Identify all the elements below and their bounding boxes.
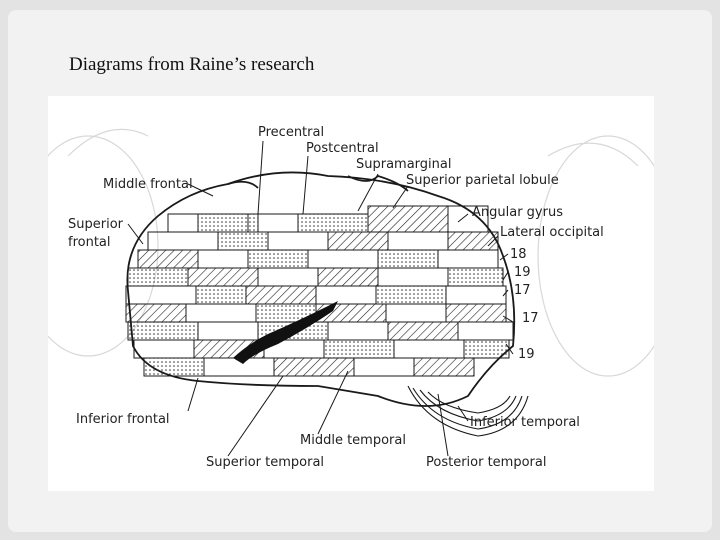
brain-diagram: Precentral Postcentral Supramarginal Sup… [48,96,654,491]
label-superior: Superior [68,217,124,232]
label-area-18: 18 [510,247,527,262]
sylvian-fissure [233,301,338,364]
label-middle-frontal: Middle frontal [103,177,193,192]
label-posterior-temporal: Posterior temporal [426,455,546,470]
label-area-19-upper: 19 [514,265,531,280]
electrode-grid [125,205,514,377]
label-precentral: Precentral [258,125,324,140]
label-supramarginal: Supramarginal [356,157,451,172]
label-area-17-upper: 17 [514,283,531,298]
label-lateral-occipital: Lateral occipital [500,225,604,240]
label-inferior-temporal: Inferior temporal [470,415,580,430]
label-middle-temporal: Middle temporal [300,433,406,448]
label-area-17-lower: 17 [522,311,539,326]
label-area-19-lower: 19 [518,347,535,362]
label-frontal: frontal [68,235,111,250]
slide-title: Diagrams from Raine’s research [69,54,315,75]
background-sketch [48,128,654,377]
brain-diagram-svg: Precentral Postcentral Supramarginal Sup… [48,125,654,470]
leader-lines [127,140,514,457]
label-postcentral: Postcentral [306,141,379,156]
label-angular-gyrus: Angular gyrus [472,205,563,220]
label-superior-temporal: Superior temporal [206,455,324,470]
label-superior-parietal-lobule: Superior parietal lobule [406,173,559,188]
brain-outline [126,171,516,407]
label-inferior-frontal: Inferior frontal [76,412,170,427]
